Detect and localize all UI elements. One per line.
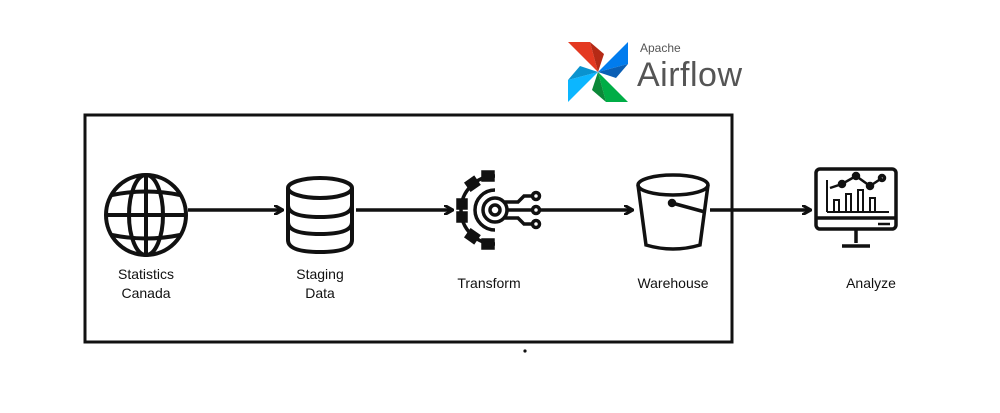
stray-dot [523,349,527,353]
node-label-warehouse: Warehouse [628,274,718,293]
gear-circuit-icon [456,170,542,250]
node-label-transform: Transform [449,274,529,293]
pipeline-boundary-box [83,113,734,344]
node-label-staging-data: Staging Data [280,265,360,303]
label-line: Staging [296,266,344,282]
label-line: Canada [121,285,171,301]
bucket-icon [636,173,710,251]
airflow-logo-icon [568,42,628,102]
label-line: Warehouse [637,275,709,291]
label-line: Transform [457,275,521,291]
database-icon [286,176,354,255]
logo-airflow-text: Airflow [637,56,743,94]
globe-icon [104,173,188,257]
logo-apache-text: Apache [640,41,681,55]
label-line: Analyze [846,275,896,291]
label-line: Data [305,285,335,301]
node-label-analyze: Analyze [831,274,911,293]
monitor-chart-icon [814,167,898,248]
label-line: Statistics [117,266,174,282]
node-label-statistics-canada: Statistics Canada [106,265,186,303]
